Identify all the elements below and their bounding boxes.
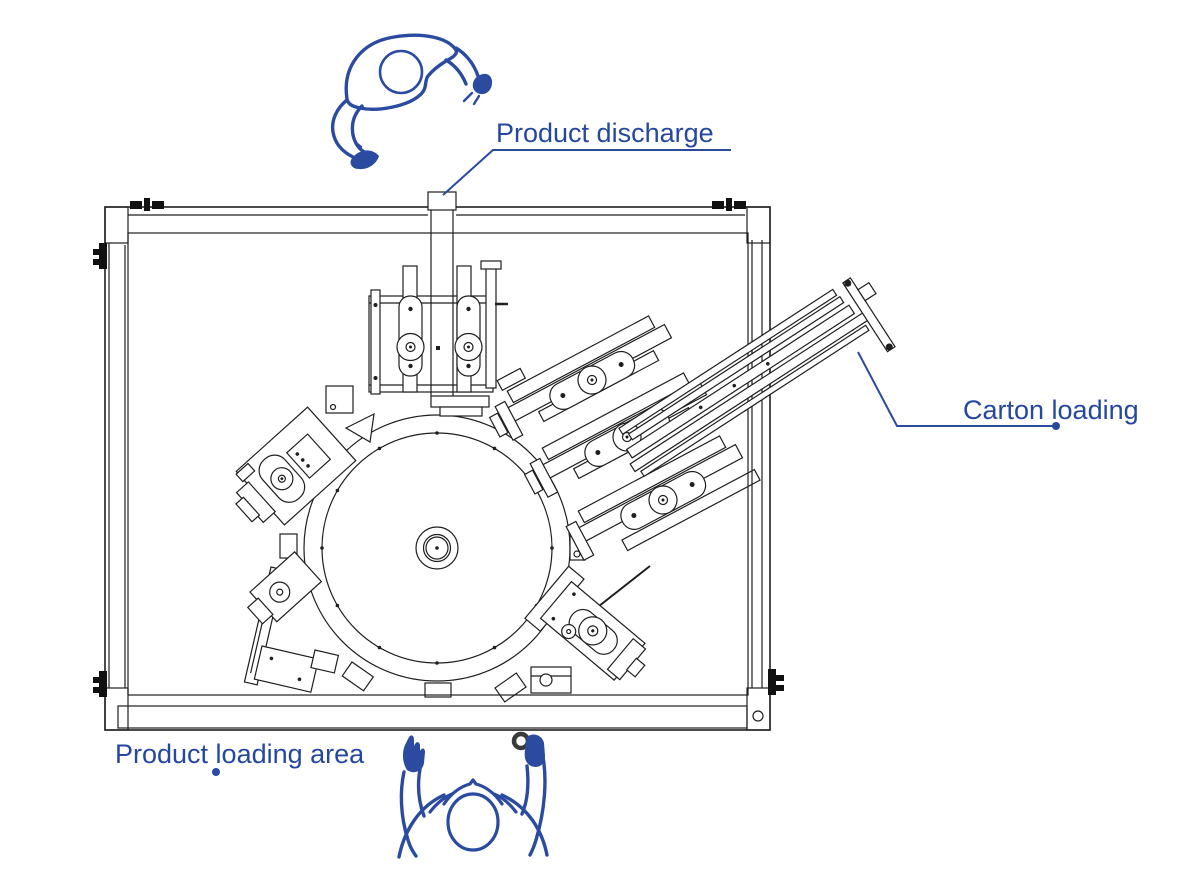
corner-guide-block <box>325 385 354 414</box>
turntable-center-hub <box>415 526 459 570</box>
operator-top-view-icon <box>330 33 493 170</box>
label-product-loading-area: Product loading area <box>115 739 365 769</box>
product-loading-leader-dot <box>212 768 220 776</box>
frame-clamps <box>93 198 784 697</box>
label-carton-loading: Carton loading <box>963 395 1139 425</box>
right-lever-arm <box>454 295 483 377</box>
carton-loading-leader-dot <box>1052 422 1060 430</box>
lower-left-station <box>243 551 340 693</box>
upper-left-station <box>235 406 357 526</box>
product-discharge-leader <box>442 149 731 196</box>
rotary-turntable <box>279 385 586 703</box>
carton-magazine <box>618 277 896 478</box>
carton-loading-leader <box>857 351 1056 427</box>
upper-right-station-cluster <box>488 315 761 561</box>
lower-right-station <box>524 565 651 694</box>
left-lever-arm <box>396 295 425 377</box>
top-station <box>368 260 508 395</box>
label-product-discharge: Product discharge <box>496 118 714 148</box>
discharge-chute <box>427 191 490 417</box>
operator-holding-product-icon <box>397 731 549 859</box>
annotation-leader-lines <box>212 149 1060 776</box>
machine-frame <box>93 198 784 731</box>
